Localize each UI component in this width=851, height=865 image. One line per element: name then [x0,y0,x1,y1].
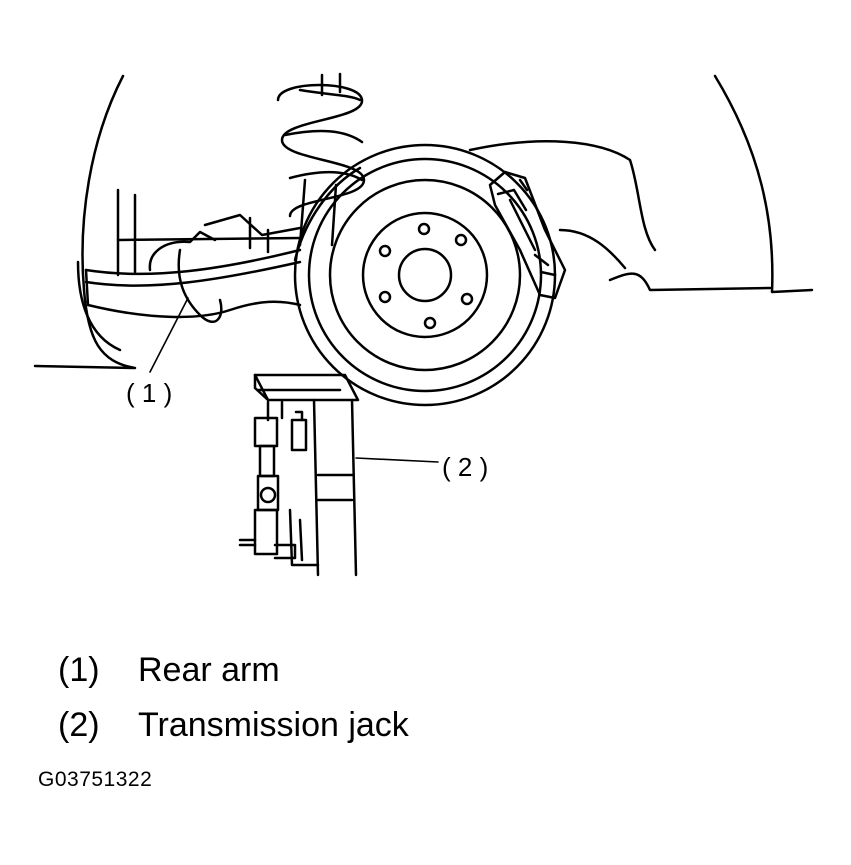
leader-line-1 [149,297,189,373]
legend-number: (2) [58,706,100,744]
legend-item: (1) Rear arm [58,648,818,703]
legend-label: Transmission jack [138,706,409,744]
transmission-jack [238,373,360,577]
callout-label-2: ( 2 ) [442,452,488,482]
callout-label-1: ( 1 ) [126,378,172,408]
coil-spring [276,72,366,218]
frame-member [116,188,137,277]
brake-caliper [488,170,567,300]
brake-disc [293,143,557,407]
legend-number: (1) [58,651,100,689]
figure-code: G03751322 [38,768,153,791]
legend-item: (2) Transmission jack [58,703,818,758]
shock-absorber [298,178,338,247]
rear-arm [84,230,302,323]
rear-suspension-illustration: ( 1 ) ( 2 ) [33,72,814,577]
leader-line-2 [355,457,439,463]
legend-label: Rear arm [138,651,280,689]
legend: (1) Rear arm (2) Transmission jack [58,648,818,758]
right-body-panel [713,74,814,294]
left-wheel-well [33,74,137,370]
